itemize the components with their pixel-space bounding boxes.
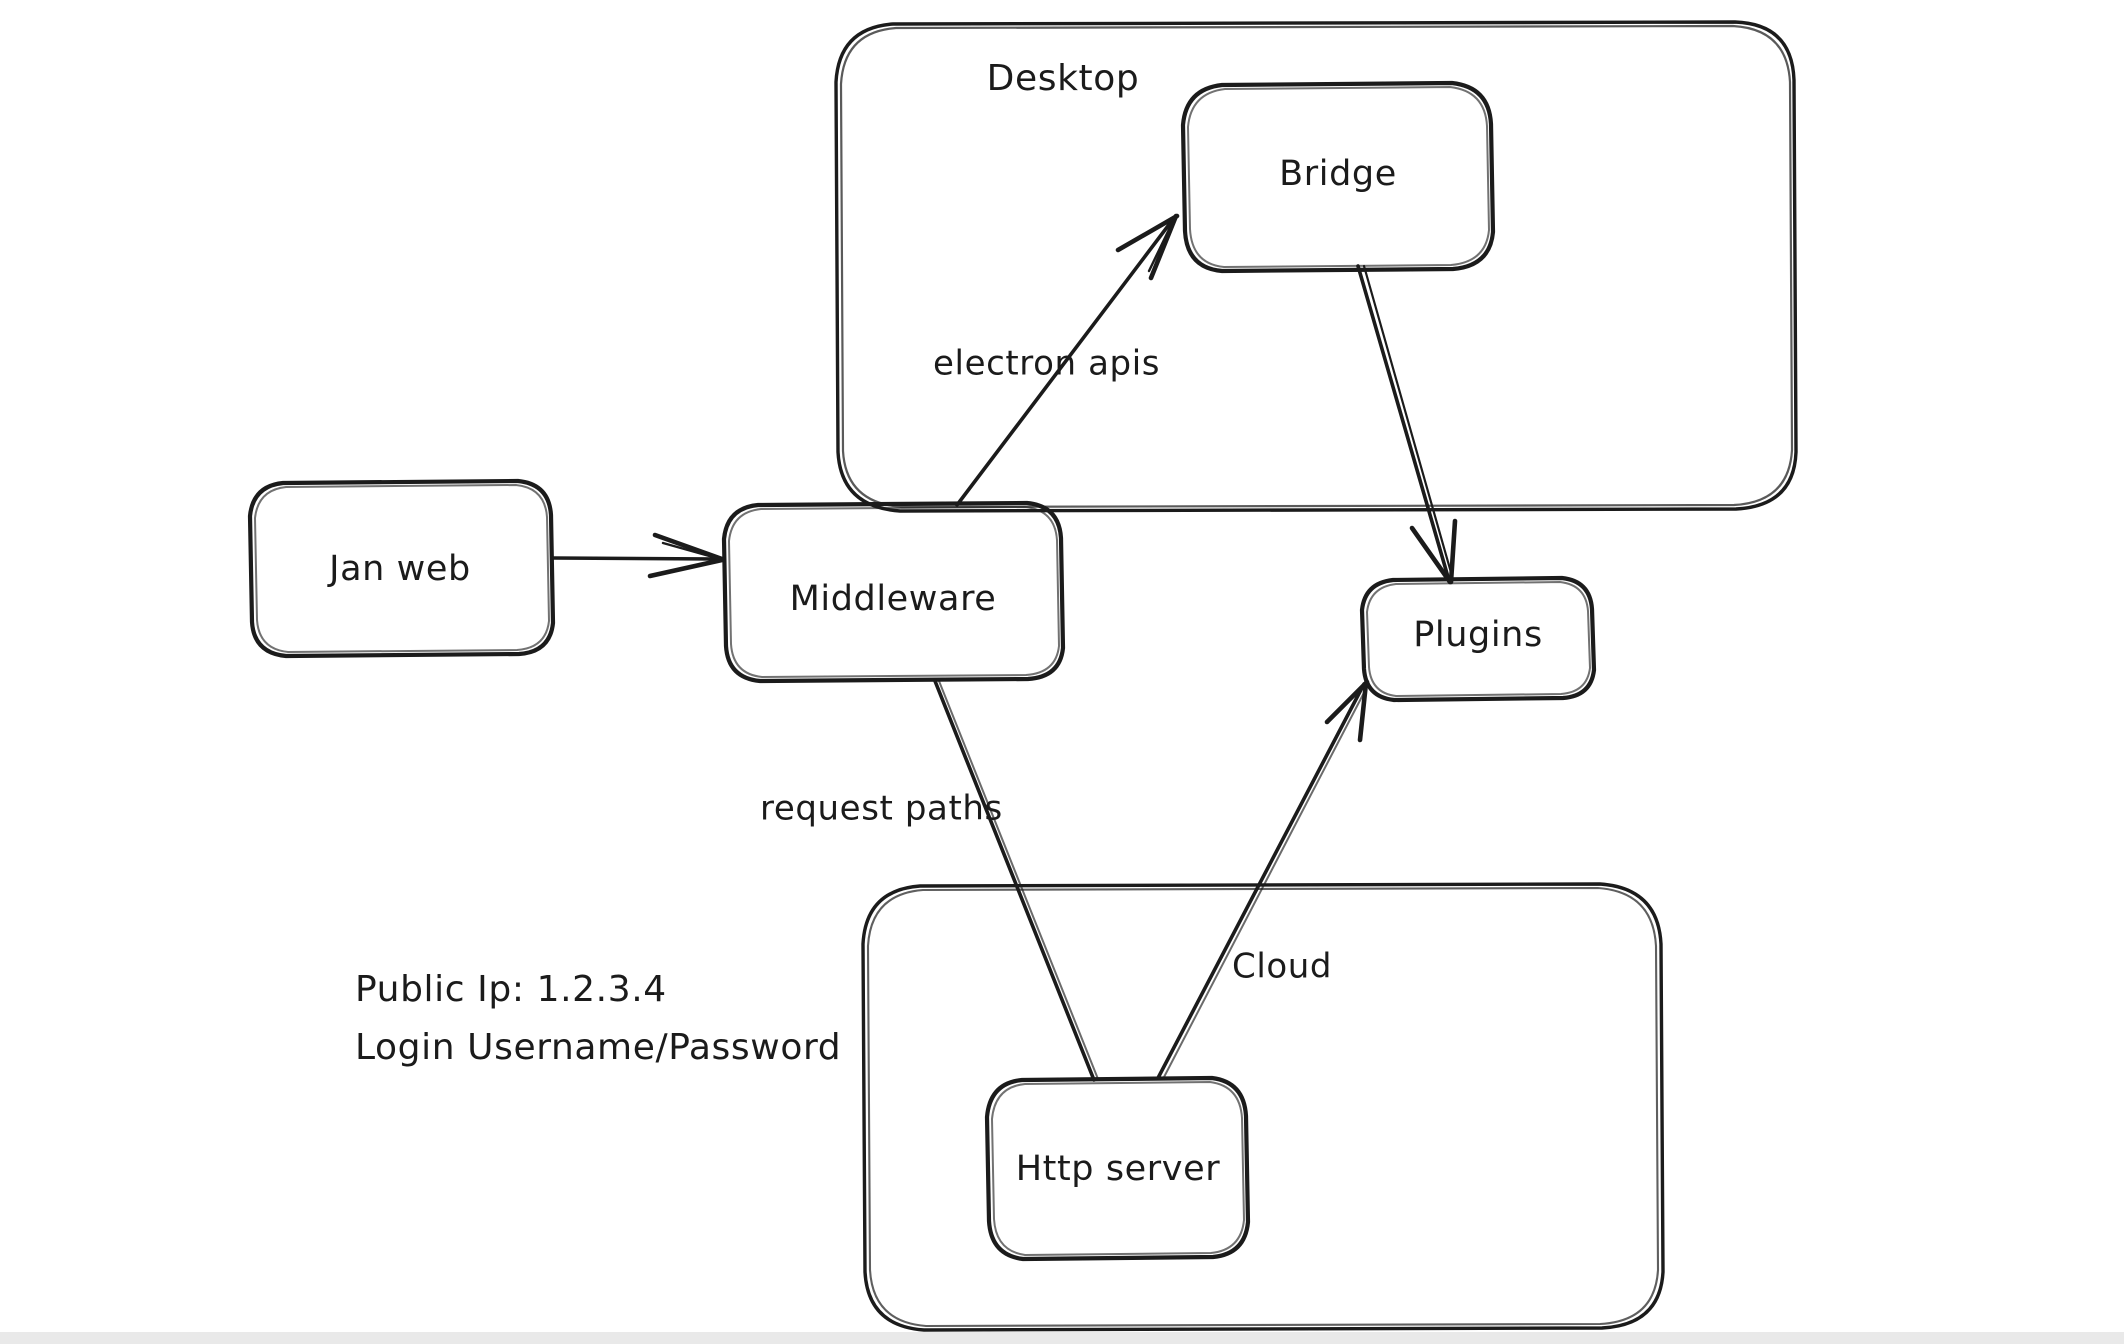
node-http-server[interactable]	[984, 1075, 1251, 1262]
node-label-bridge: Bridge	[1279, 154, 1397, 194]
node-label-http-server: Http server	[1016, 1149, 1221, 1189]
edge-middleware-to-http-server	[933, 679, 1099, 1082]
node-jan-web[interactable]	[247, 478, 556, 659]
node-plugins[interactable]	[1359, 575, 1597, 703]
group-desktop	[834, 20, 1798, 513]
edge-label-electron-apis: electron apis	[933, 344, 1160, 384]
node-middleware[interactable]	[721, 500, 1066, 684]
node-label-middleware: Middleware	[790, 579, 997, 619]
edge-label-cloud: Cloud	[1232, 947, 1332, 987]
node-label-plugins: Plugins	[1413, 615, 1543, 655]
bottom-edge-strip	[0, 1332, 2124, 1344]
node-bridge[interactable]	[1180, 80, 1496, 274]
note-login: Login Username/Password	[355, 1027, 841, 1068]
group-label-desktop: Desktop	[987, 58, 1140, 99]
node-label-jan-web: Jan web	[327, 549, 471, 589]
edge-jan-web-to-middleware	[551, 532, 725, 579]
edge-bridge-to-plugins	[1356, 264, 1458, 585]
edge-http-server-to-plugins	[1156, 679, 1370, 1080]
group-cloud-container	[861, 882, 1665, 1332]
edge-middleware-to-bridge	[955, 213, 1180, 507]
note-public-ip: Public Ip: 1.2.3.4	[355, 969, 667, 1010]
edge-label-request-paths: request paths	[760, 789, 1003, 829]
